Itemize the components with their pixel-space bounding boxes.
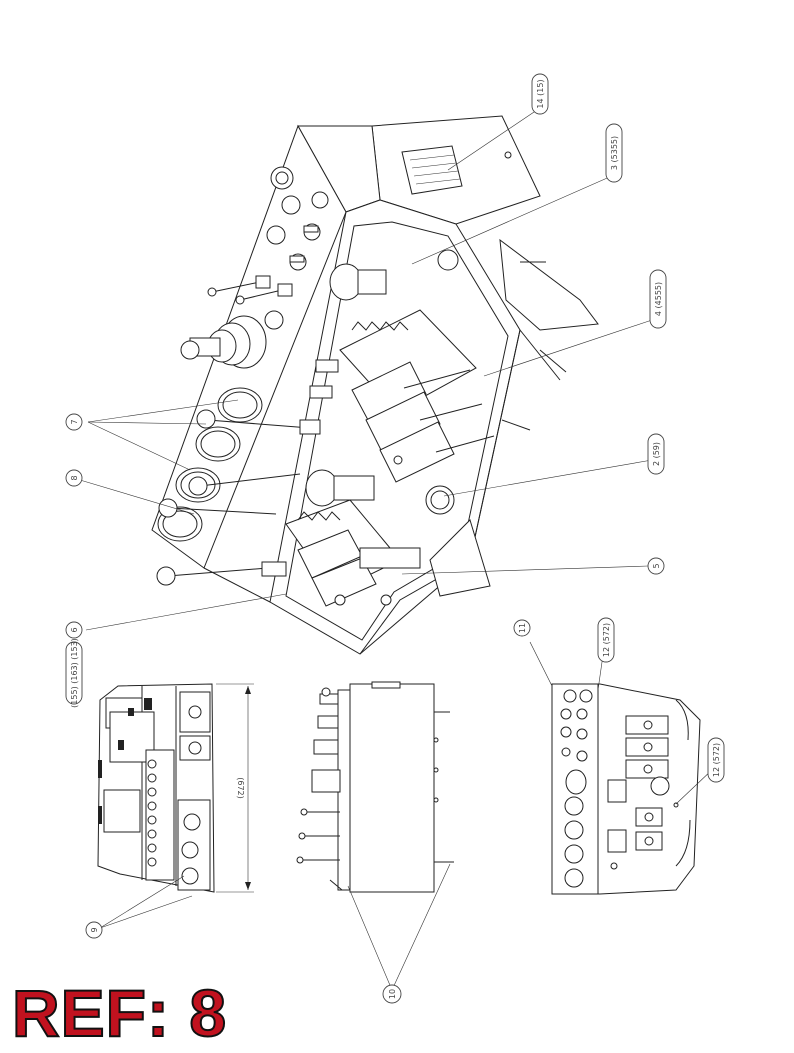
- leader-lines: [79, 107, 715, 991]
- callout-3: 3 (5355): [605, 123, 623, 183]
- callout-5: 5: [647, 557, 665, 575]
- nameplate: [401, 145, 463, 195]
- joystick: [180, 315, 267, 369]
- callout-left-parts: (155) (163) (153): [65, 638, 83, 708]
- callout-11: 11: [513, 619, 531, 637]
- valve-bank-upper: [309, 309, 495, 483]
- side-view-middle: [296, 681, 454, 893]
- callout-8: 8: [65, 469, 83, 487]
- svg-text:5: 5: [652, 563, 661, 568]
- svg-text:10: 10: [388, 989, 397, 999]
- callout-2: 2 (59): [647, 433, 665, 475]
- svg-text:12 (572): 12 (572): [712, 743, 721, 777]
- callout-10: 10: [382, 984, 402, 1004]
- callout-12-upper: 12 (572): [597, 617, 615, 663]
- svg-text:6: 6: [70, 627, 79, 632]
- svg-text:14 (15): 14 (15): [536, 79, 545, 108]
- svg-text:2 (59): 2 (59): [652, 442, 661, 466]
- callout-12-lower: 12 (572): [707, 737, 725, 783]
- svg-text:4 (4555): 4 (4555): [654, 282, 663, 316]
- push-button-3: [266, 225, 286, 245]
- svg-text:11: 11: [518, 623, 527, 633]
- round-fitting: [425, 485, 455, 515]
- ring-1: [217, 387, 263, 423]
- levers: [156, 409, 321, 586]
- frame-inner-edge: [285, 221, 509, 641]
- callout-14: 14 (15): [531, 73, 549, 115]
- ring-2: [195, 426, 241, 462]
- svg-text:9: 9: [90, 927, 99, 932]
- svg-text:7: 7: [70, 419, 79, 424]
- push-button-2: [281, 195, 301, 215]
- mushroom-button-center: [305, 469, 339, 507]
- right-bracket-upper: [499, 238, 599, 331]
- valve-bank-lower: [285, 499, 421, 607]
- dimension-label: (672): [236, 777, 245, 799]
- side-view-right: [551, 683, 701, 895]
- selector-switch-1: [311, 191, 329, 209]
- callout-7: 7: [65, 413, 83, 431]
- isometric-assembly-view: [151, 115, 599, 655]
- svg-text:(155) (163) (153): (155) (163) (153): [70, 638, 79, 708]
- side-view-left: (672): [97, 683, 254, 893]
- mushroom-button-upper: [329, 263, 363, 301]
- callout-6: 6: [65, 621, 83, 639]
- svg-text:8: 8: [70, 475, 79, 480]
- callout-9: 9: [85, 921, 103, 939]
- svg-text:12 (572): 12 (572): [602, 623, 611, 657]
- callout-4: 4 (4555): [649, 269, 667, 329]
- ref-label: REF: 8: [11, 976, 228, 1050]
- svg-text:3 (5355): 3 (5355): [610, 136, 619, 170]
- right-bracket-lower: [429, 519, 491, 597]
